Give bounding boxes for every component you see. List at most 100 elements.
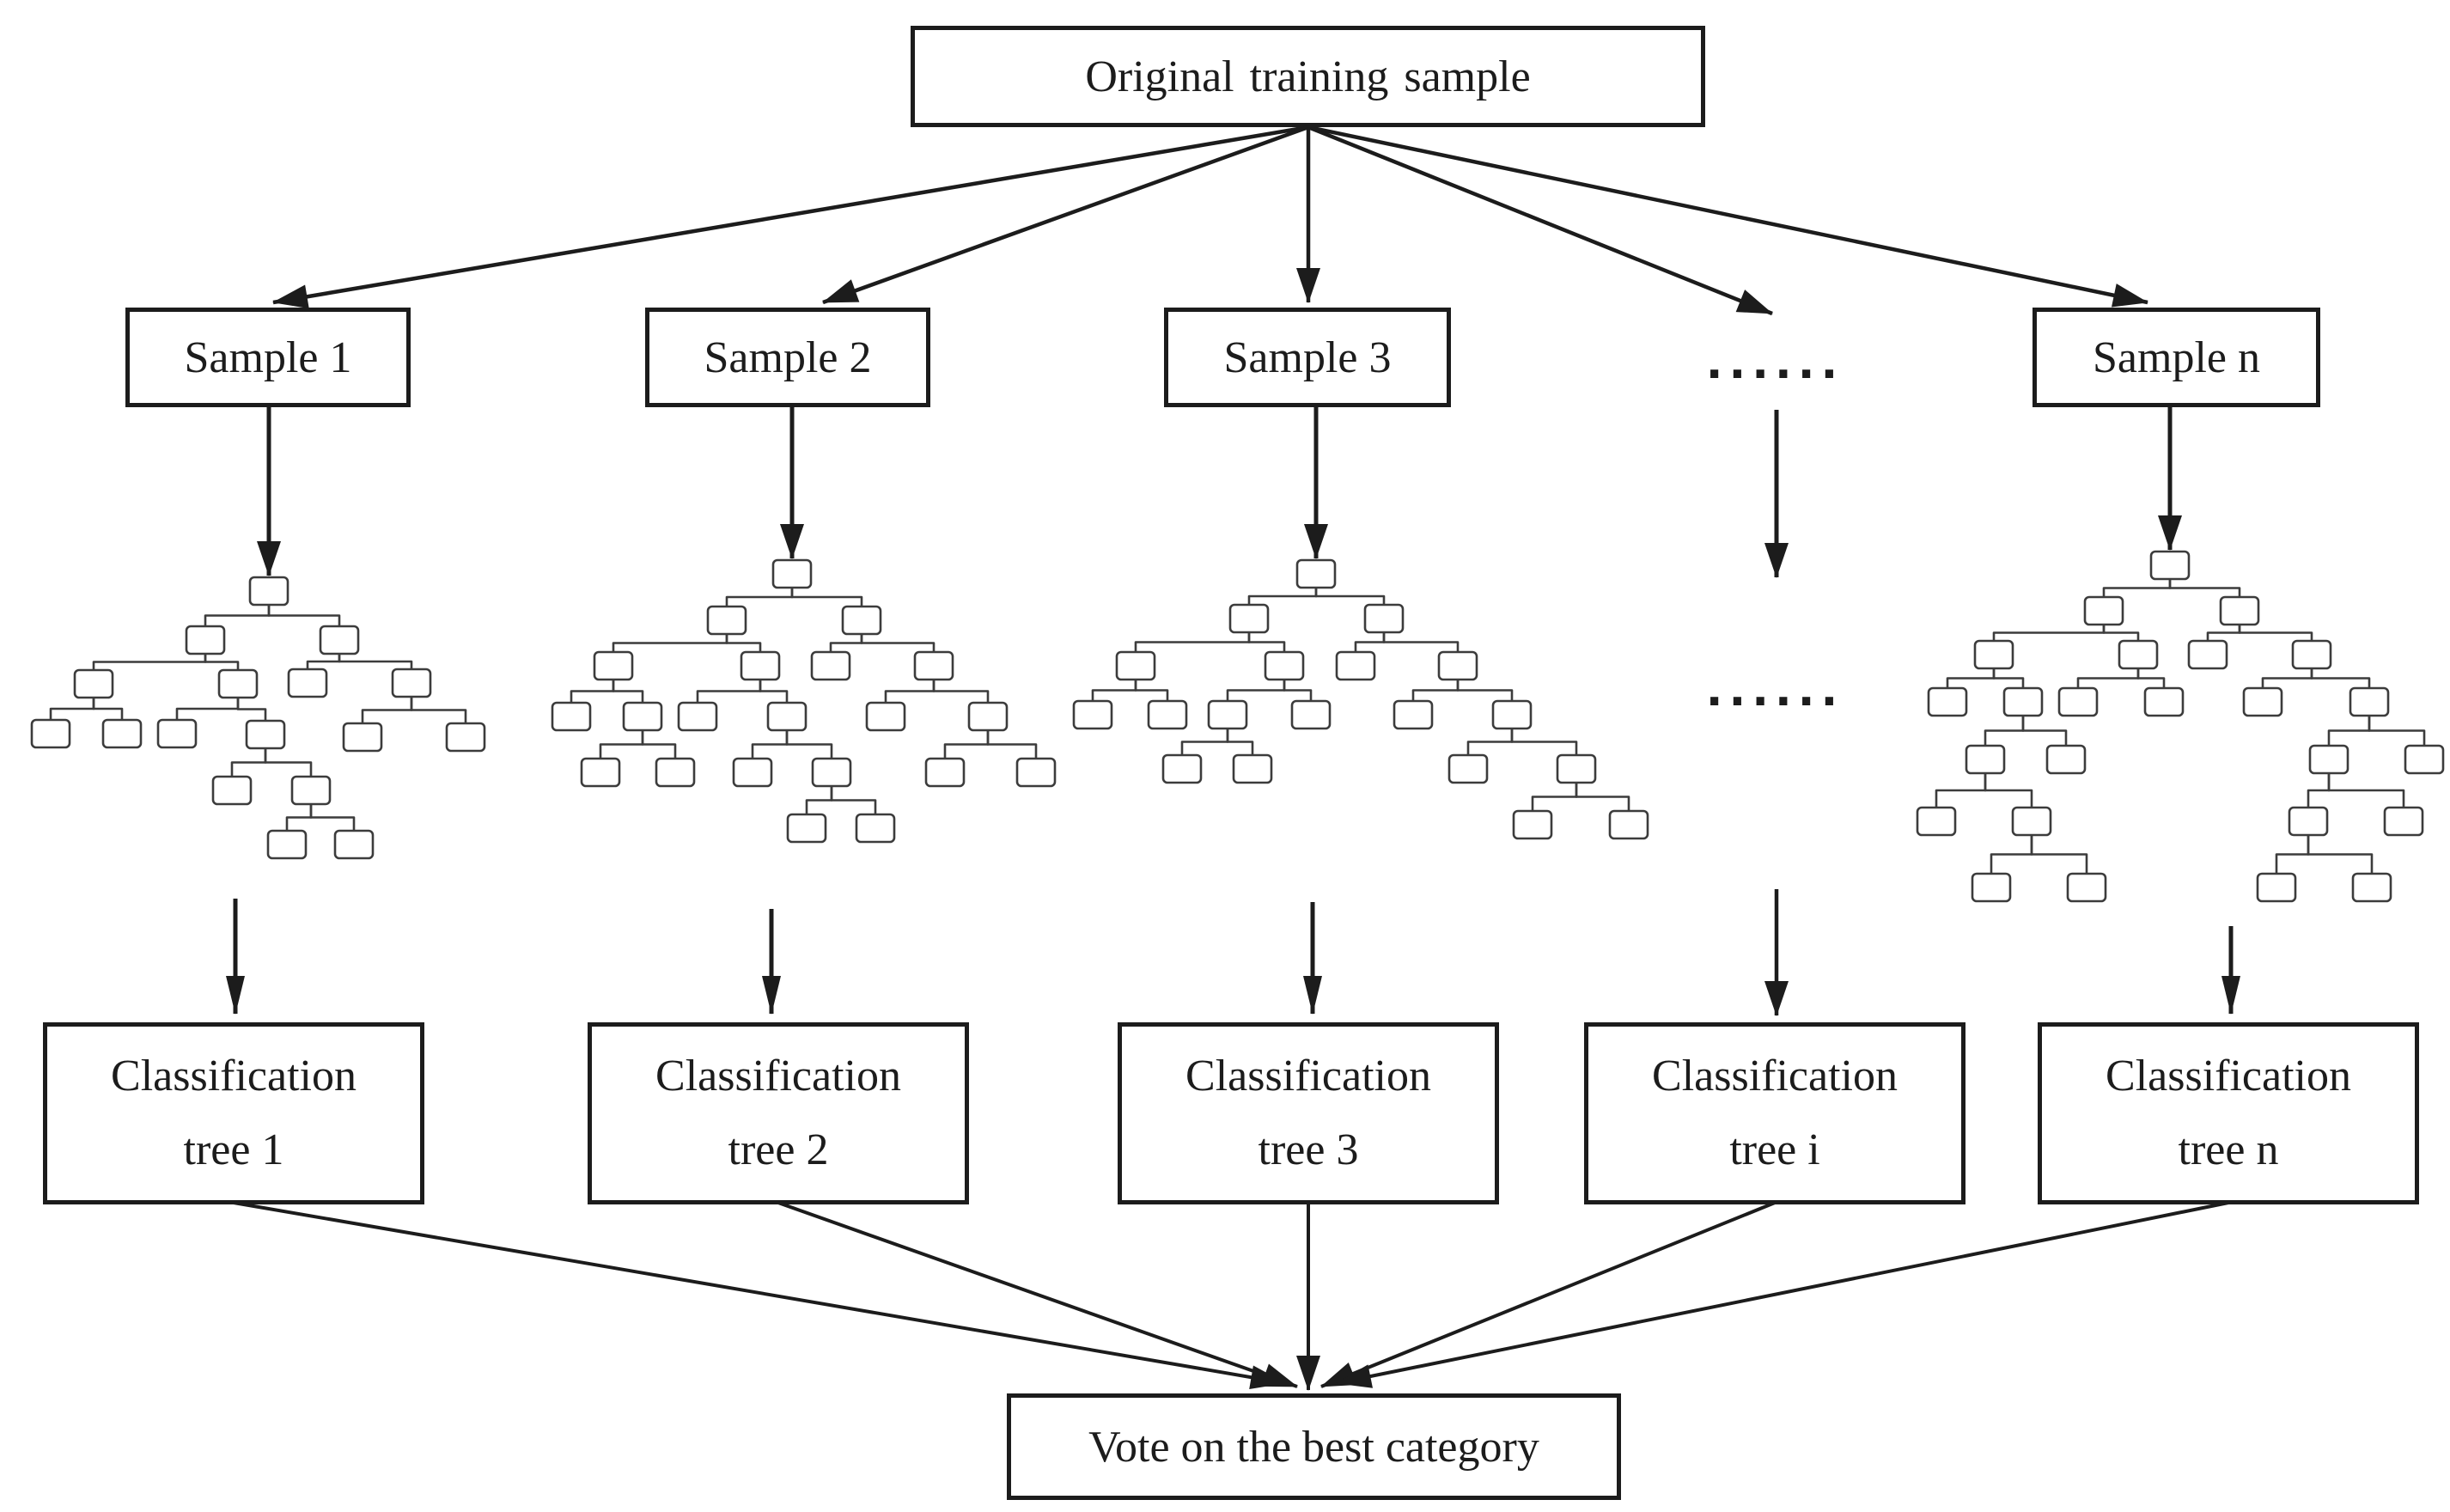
tree-branch	[696, 680, 762, 703]
tree-node	[1965, 744, 2006, 775]
tree-node	[2143, 686, 2185, 717]
tree-branch	[1510, 729, 1578, 755]
tree-branch	[338, 654, 413, 669]
tree-branch	[805, 786, 833, 814]
sample-1-label: Sample 1	[184, 332, 352, 382]
tree-node	[865, 701, 906, 732]
tree-branch	[2102, 625, 2140, 641]
tree-branch	[2327, 716, 2371, 746]
tree-branch	[570, 680, 615, 703]
tree-branch	[1134, 680, 1169, 701]
tree-node	[342, 722, 383, 753]
vote-best-category-label: Vote on the best category	[1088, 1422, 1539, 1472]
tree-branch	[790, 588, 863, 607]
tree-node	[2045, 744, 2087, 775]
flow-arrow	[1336, 1201, 2229, 1388]
classification-tree-2-line1: Classification	[655, 1052, 901, 1100]
tree-node	[1015, 757, 1057, 788]
flow-arrow	[272, 125, 1309, 309]
tree-node	[156, 718, 198, 749]
tree-node	[1264, 650, 1305, 681]
tree-node	[101, 718, 143, 749]
tree-branch	[725, 634, 762, 652]
tree-branch	[1990, 835, 2033, 874]
tree-node	[1290, 699, 1332, 730]
tree-node	[1437, 650, 1478, 681]
classification-tree-1-line2: tree 1	[183, 1125, 284, 1174]
flow-arrow	[1307, 125, 1773, 316]
tree-node	[771, 558, 813, 589]
tree-node	[245, 719, 286, 750]
tree-branch	[1946, 668, 1996, 688]
tree-branch	[1411, 680, 1460, 701]
tree-branch	[204, 605, 271, 626]
tree-branch	[829, 634, 863, 652]
tree-branch	[285, 804, 313, 831]
tree-branch	[860, 634, 936, 652]
tree-node	[1556, 753, 1597, 784]
tree-branch	[2327, 773, 2405, 808]
classification-tree-2-box: Classification tree 2	[588, 1022, 969, 1204]
original-training-sample-box: Original training sample	[911, 26, 1705, 127]
tree-node	[1608, 809, 1649, 840]
tree-node	[1207, 699, 1248, 730]
tree-node	[1115, 650, 1156, 681]
tree-ellipsis: ......	[1705, 665, 1844, 716]
tree-node	[2308, 744, 2349, 775]
tree-branch	[2021, 716, 2068, 746]
tree-branch	[725, 588, 794, 607]
tree-node	[2404, 744, 2445, 775]
tree-node	[391, 668, 432, 698]
tree-node	[841, 605, 882, 636]
classification-tree-n-box: Classification tree n	[2038, 1022, 2419, 1204]
tree-node	[2219, 595, 2260, 626]
tree-node	[2011, 806, 2052, 837]
tree-branch	[230, 748, 267, 777]
sample-n-label: Sample n	[2093, 332, 2260, 382]
tree-node	[1971, 872, 2012, 903]
tree-branch	[2307, 835, 2374, 874]
tree-branch	[175, 698, 240, 720]
tree-branch	[309, 804, 356, 831]
tree-node	[1072, 699, 1113, 730]
flow-arrow	[1320, 1201, 1776, 1388]
tree-branch	[1382, 632, 1460, 652]
tree-node	[1228, 603, 1270, 634]
flow-arrow	[1307, 125, 2148, 308]
tree-node	[1232, 753, 1273, 784]
tree-node	[2187, 639, 2228, 670]
tree-branch	[361, 697, 413, 723]
tree-branch	[884, 680, 936, 703]
tree-node	[2291, 639, 2332, 670]
tree-node	[580, 757, 621, 788]
tree-branch	[830, 786, 877, 814]
tree-branch	[2261, 668, 2313, 688]
tree-branch	[1466, 729, 1514, 755]
tree-node	[2083, 595, 2124, 626]
classification-tree-3-box: Classification tree 3	[1118, 1022, 1499, 1204]
tree-node	[551, 701, 592, 732]
tree-branch	[1314, 588, 1386, 605]
tree-branch	[1992, 625, 2106, 641]
tree-node	[185, 625, 226, 655]
tree-branch	[599, 730, 644, 759]
tree-node	[655, 757, 696, 788]
tree-node	[2349, 686, 2390, 717]
sample-ellipsis: ......	[1705, 338, 1844, 389]
tree-node	[248, 576, 289, 607]
tree-node	[2351, 872, 2392, 903]
tree-branch	[612, 680, 644, 703]
tree-node	[2288, 806, 2329, 837]
classification-tree-1-line1: Classification	[111, 1052, 357, 1100]
tree-node	[1447, 753, 1489, 784]
tree-branch	[92, 654, 207, 670]
tree-node	[677, 701, 718, 732]
tree-node	[1927, 686, 1968, 717]
tree-branch	[751, 730, 789, 759]
classification-tree-3-line1: Classification	[1185, 1052, 1431, 1100]
tree-node	[211, 775, 253, 806]
tree-branch	[306, 654, 341, 669]
tree-node	[811, 757, 852, 788]
tree-branch	[2102, 579, 2172, 597]
